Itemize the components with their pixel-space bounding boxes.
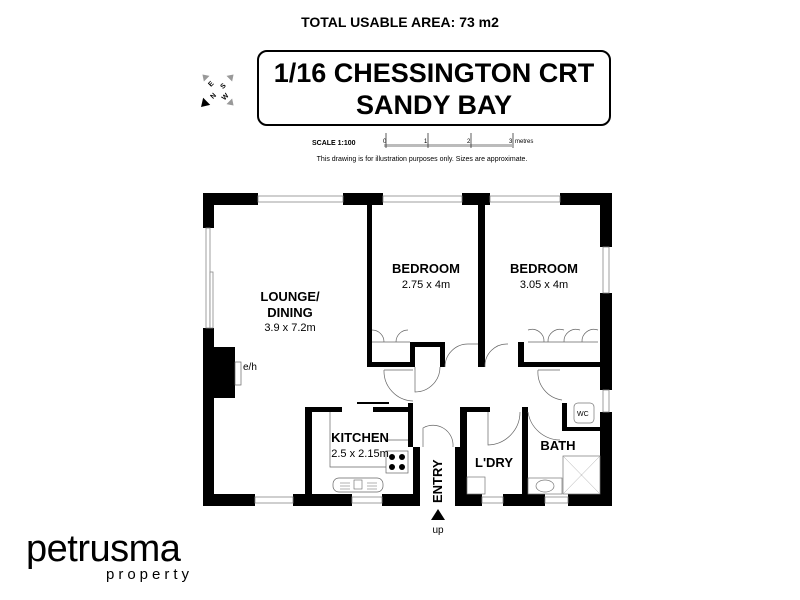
wc-icon: WC (573, 402, 595, 424)
address-line2: SANDY BAY (355, 90, 513, 120)
compass-w: W (221, 92, 231, 102)
scale-tick-1: 1 (424, 139, 428, 145)
heater-label: e/h (243, 362, 257, 373)
compass-e: E (207, 80, 215, 88)
cooktop-icon (389, 454, 405, 470)
scale-label: SCALE 1:100 (312, 140, 356, 147)
basin-icon (527, 477, 563, 495)
scale-bar: 0 1 2 3 metres (383, 133, 533, 148)
entry-up-label: up (432, 525, 444, 536)
disclaimer: This drawing is for illustration purpose… (316, 156, 528, 163)
wc-label: WC (577, 411, 589, 418)
interior-walls (305, 205, 600, 506)
heater (234, 361, 242, 386)
lounge-label-1: LOUNGE/ (260, 289, 320, 304)
bedroom1-label: BEDROOM (392, 261, 460, 276)
shower-icon (562, 455, 601, 495)
kitchen-label: KITCHEN (331, 430, 389, 445)
scale-tick-2: 2 (467, 139, 471, 145)
doors (371, 329, 599, 448)
laundry-tub-icon (466, 476, 486, 495)
lounge-size: 3.9 x 7.2m (264, 322, 315, 334)
kitchen-size: 2.5 x 2.15m (331, 448, 388, 460)
total-usable-area: TOTAL USABLE AREA: 73 m2 (301, 14, 499, 30)
compass-s: S (219, 82, 227, 90)
address-title-box: 1/16 CHESSINGTON CRT SANDY BAY (257, 50, 611, 126)
compass-n: N (210, 92, 219, 101)
logo-sub: property (106, 566, 194, 583)
logo-name: petrusma (26, 528, 181, 570)
bedroom2-label: BEDROOM (510, 261, 578, 276)
bedroom2-size: 3.05 x 4m (520, 279, 568, 291)
fireplace (214, 347, 235, 398)
bath-label: BATH (540, 438, 575, 453)
scale-tick-0: 0 (383, 139, 387, 145)
address-line1: 1/16 CHESSINGTON CRT (273, 58, 595, 88)
laundry-label: L'DRY (475, 455, 513, 470)
entry-arrow-icon (431, 509, 445, 520)
bedroom1-size: 2.75 x 4m (402, 279, 450, 291)
scale-tick-3: 3 (509, 139, 513, 145)
compass-icon: N S E W (201, 74, 234, 107)
entry-label: ENTRY (430, 459, 445, 503)
lounge-label-2: DINING (267, 305, 313, 320)
sink-icon (332, 477, 384, 493)
scale-unit: metres (515, 139, 533, 145)
windows (205, 195, 610, 504)
petrusma-logo: petrusma property (26, 530, 193, 582)
